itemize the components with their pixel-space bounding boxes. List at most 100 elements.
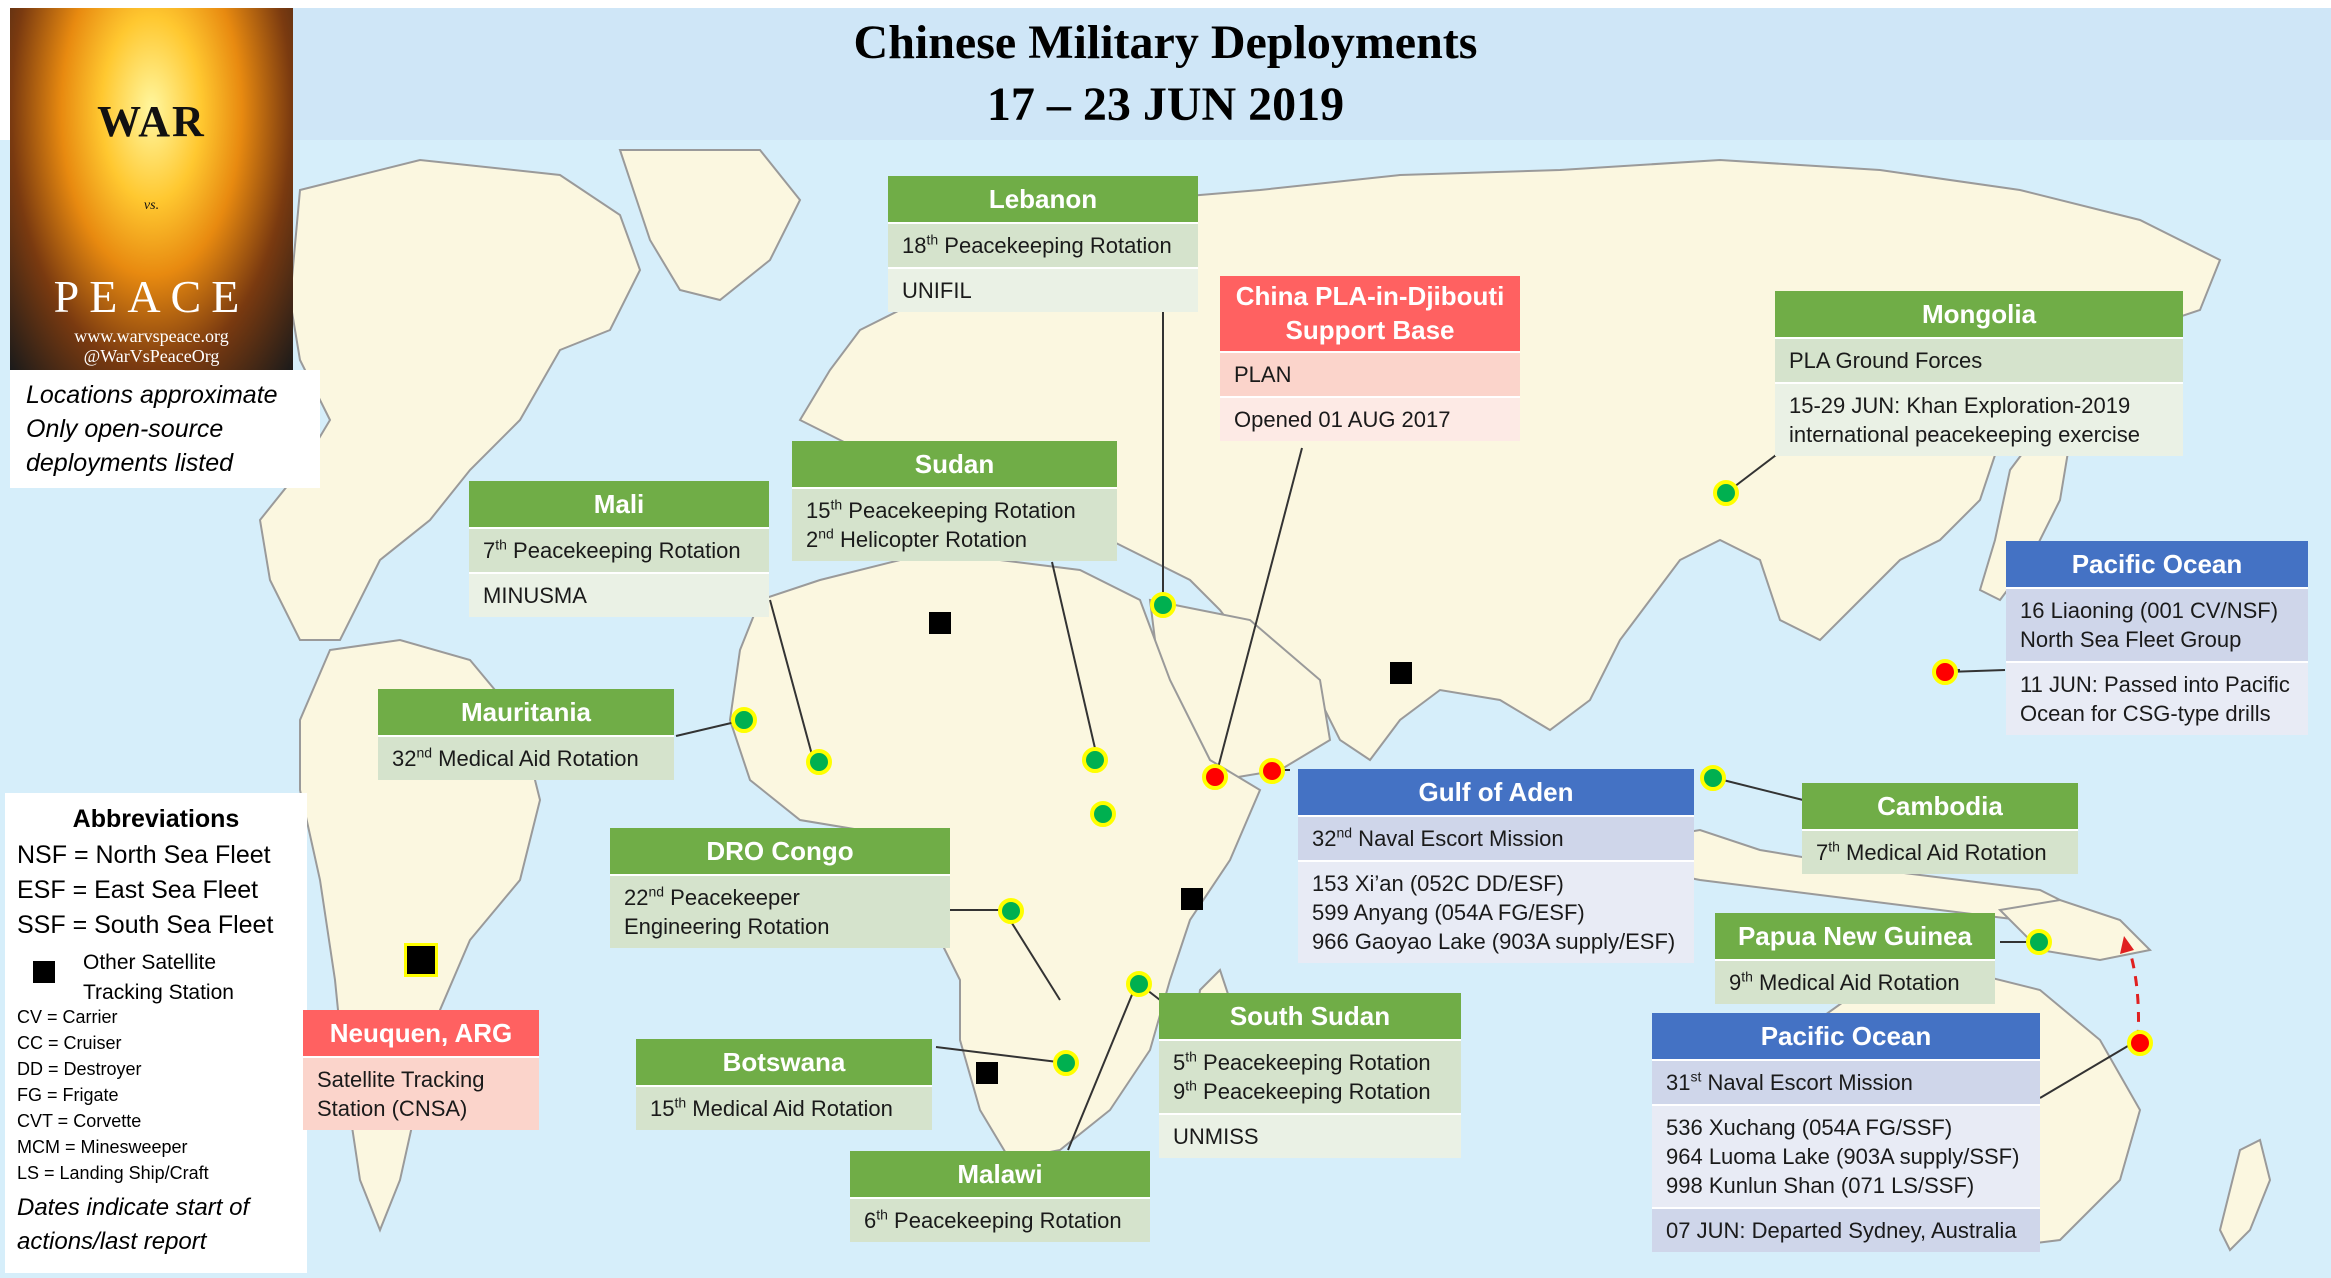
station-legend-line-2: Tracking Station [83, 981, 234, 1004]
station-legend-label: Other Satellite Tracking Station [83, 948, 234, 1008]
abbr-dd: DD = Destroyer [17, 1059, 142, 1079]
pacific-north-row-2-line-2: Ocean for CSG-type drills [2020, 701, 2271, 726]
marker-mali [806, 749, 832, 775]
mauritania-sup: nd [416, 744, 433, 761]
mali-num: 7 [483, 538, 496, 563]
marker-malawi [1126, 971, 1152, 997]
mali-sup: th [495, 536, 507, 553]
pacific-north-row-1-line-1: 16 Liaoning (001 CV/NSF) [2020, 598, 2279, 623]
card-pacific-north-title: Pacific Ocean [2006, 541, 2308, 587]
card-gulf-aden-title: Gulf of Aden [1298, 769, 1694, 815]
card-dro-congo-title: DRO Congo [610, 828, 950, 874]
card-botswana: Botswana 15th Medical Aid Rotation [636, 1039, 932, 1130]
abbr-nsf: NSF = North Sea Fleet [17, 841, 271, 869]
logo-war-text: WAR [97, 97, 206, 146]
card-pacific-north: Pacific Ocean 16 Liaoning (001 CV/NSF) N… [2006, 541, 2308, 735]
cambodia-text: Medical Aid Rotation [1839, 840, 2047, 865]
station-marker-argentina [404, 943, 438, 977]
abbr-ls: LS = Landing Ship/Craft [17, 1163, 209, 1183]
south-sudan-text-2: Peacekeeping Rotation [1196, 1079, 1431, 1104]
card-png-title: Papua New Guinea [1715, 913, 1995, 959]
card-malawi-row-1: 6th Peacekeeping Rotation [850, 1197, 1150, 1242]
title-band [290, 8, 2331, 143]
card-lebanon-title: Lebanon [888, 176, 1198, 222]
lebanon-sup: th [926, 231, 939, 248]
abbr-ssf: SSF = South Sea Fleet [17, 911, 274, 939]
card-mali: Mali 7th Peacekeeping Rotation MINUSMA [469, 481, 769, 617]
station-legend-icon [33, 961, 55, 983]
djibouti-title-line-1: China PLA-in-Djibouti [1235, 281, 1505, 311]
cambodia-sup: th [1828, 838, 1840, 855]
title-line-1: Chinese Military Deployments [853, 16, 1478, 69]
notes-box: Locations approximate Only open-source d… [10, 370, 320, 488]
mongolia-row-2-line-1: 15-29 JUN: Khan Exploration-2019 [1789, 393, 2131, 418]
card-lebanon: Lebanon 18th Peacekeeping Rotation UNIFI… [888, 176, 1198, 312]
dro-congo-num: 22 [624, 885, 649, 910]
card-mongolia-title: Mongolia [1775, 291, 2183, 337]
pacific-north-row-1-line-2: North Sea Fleet Group [2020, 627, 2242, 652]
card-djibouti: China PLA-in-Djibouti Support Base PLAN … [1220, 276, 1520, 441]
botswana-num: 15 [650, 1096, 675, 1121]
route-arrowhead [2120, 936, 2134, 954]
pacific-south-num: 31 [1666, 1070, 1691, 1095]
gulf-aden-ship-1: 153 Xi’an (052C DD/ESF) [1312, 871, 1564, 896]
card-cambodia-row-1: 7th Medical Aid Rotation [1802, 829, 2078, 874]
card-gulf-aden-row-1: 32nd Naval Escort Mission [1298, 815, 1694, 860]
abbr-cc: CC = Cruiser [17, 1033, 122, 1053]
marker-png [2026, 929, 2052, 955]
lebanon-text: Peacekeeping Rotation [938, 233, 1172, 258]
card-botswana-row-1: 15th Medical Aid Rotation [636, 1085, 932, 1130]
card-cambodia: Cambodia 7th Medical Aid Rotation [1802, 783, 2078, 874]
sudan-num-1: 15 [806, 498, 831, 523]
note-line-2: Only open-source [26, 415, 224, 443]
south-sudan-num-1: 5 [1173, 1050, 1186, 1075]
gulf-aden-ship-3: 966 Gaoyao Lake (903A supply/ESF) [1312, 929, 1676, 954]
marker-botswana [1053, 1050, 1079, 1076]
sudan-num-2: 2 [806, 527, 819, 552]
card-pacific-north-row-2: 11 JUN: Passed into Pacific Ocean for CS… [2006, 661, 2308, 735]
gulf-aden-num: 32 [1312, 826, 1337, 851]
south-sudan-line-2: 9th Peacekeeping Rotation [1173, 1077, 1447, 1106]
africa [728, 559, 1262, 1162]
dro-congo-text: Peacekeeper [664, 885, 800, 910]
gulf-aden-sup: nd [1336, 824, 1353, 841]
new-zealand [2218, 1138, 2272, 1252]
abbr-cvt: CVT = Corvette [17, 1111, 142, 1131]
card-south-sudan-row-1: 5th Peacekeeping Rotation 9th Peacekeepi… [1159, 1039, 1461, 1113]
page-title: Chinese Military Deployments 17 – 23 JUN… [0, 12, 2331, 136]
card-pacific-south-row-2: 536 Xuchang (054A FG/SSF) 964 Luoma Lake… [1652, 1104, 2040, 1207]
dro-congo-line-2: Engineering Rotation [624, 914, 830, 939]
pacific-south-ship-1: 536 Xuchang (054A FG/SSF) [1666, 1115, 1953, 1140]
north-america [258, 158, 642, 641]
card-mauritania-row-1: 32nd Medical Aid Rotation [378, 735, 674, 780]
png-sup: th [1741, 968, 1753, 985]
card-djibouti-row-2: Opened 01 AUG 2017 [1220, 396, 1520, 441]
malawi-sup: th [876, 1206, 888, 1223]
cambodia-num: 7 [1816, 840, 1829, 865]
neuquen-line-1: Satellite Tracking [317, 1067, 485, 1092]
south-sudan-sup-1: th [1185, 1048, 1197, 1065]
pacific-south-ship-3: 998 Kunlun Shan (071 LS/SSF) [1666, 1173, 1975, 1198]
logo-peace-text: PEACE [53, 271, 250, 322]
malawi-num: 6 [864, 1208, 877, 1233]
card-sudan: Sudan 15th Peacekeeping Rotation 2nd Hel… [792, 441, 1117, 561]
malawi-text: Peacekeeping Rotation [887, 1208, 1122, 1233]
station-legend-line-1: Other Satellite [83, 951, 217, 974]
card-mongolia: Mongolia PLA Ground Forces 15-29 JUN: Kh… [1775, 291, 2183, 456]
south-sudan-num-2: 9 [1173, 1079, 1186, 1104]
card-gulf-aden-row-2: 153 Xi’an (052C DD/ESF) 599 Anyang (054A… [1298, 860, 1694, 963]
card-pacific-south-title: Pacific Ocean [1652, 1013, 2040, 1059]
sudan-sup-1: th [830, 496, 843, 513]
station-marker-algeria [929, 612, 951, 634]
mauritania-num: 32 [392, 746, 417, 771]
card-botswana-title: Botswana [636, 1039, 932, 1085]
abbr-mcm: MCM = Minesweeper [17, 1137, 188, 1157]
card-djibouti-title: China PLA-in-Djibouti Support Base [1220, 276, 1520, 351]
card-png: Papua New Guinea 9th Medical Aid Rotatio… [1715, 913, 1995, 1004]
title-line-2: 17 – 23 JUN 2019 [986, 78, 1345, 131]
sudan-line-2: 2nd Helicopter Rotation [806, 525, 1103, 554]
card-malawi-title: Malawi [850, 1151, 1150, 1197]
gulf-aden-ship-2: 599 Anyang (054A FG/ESF) [1312, 900, 1585, 925]
png-text: Medical Aid Rotation [1752, 970, 1960, 995]
south-sudan-text-1: Peacekeeping Rotation [1196, 1050, 1431, 1075]
